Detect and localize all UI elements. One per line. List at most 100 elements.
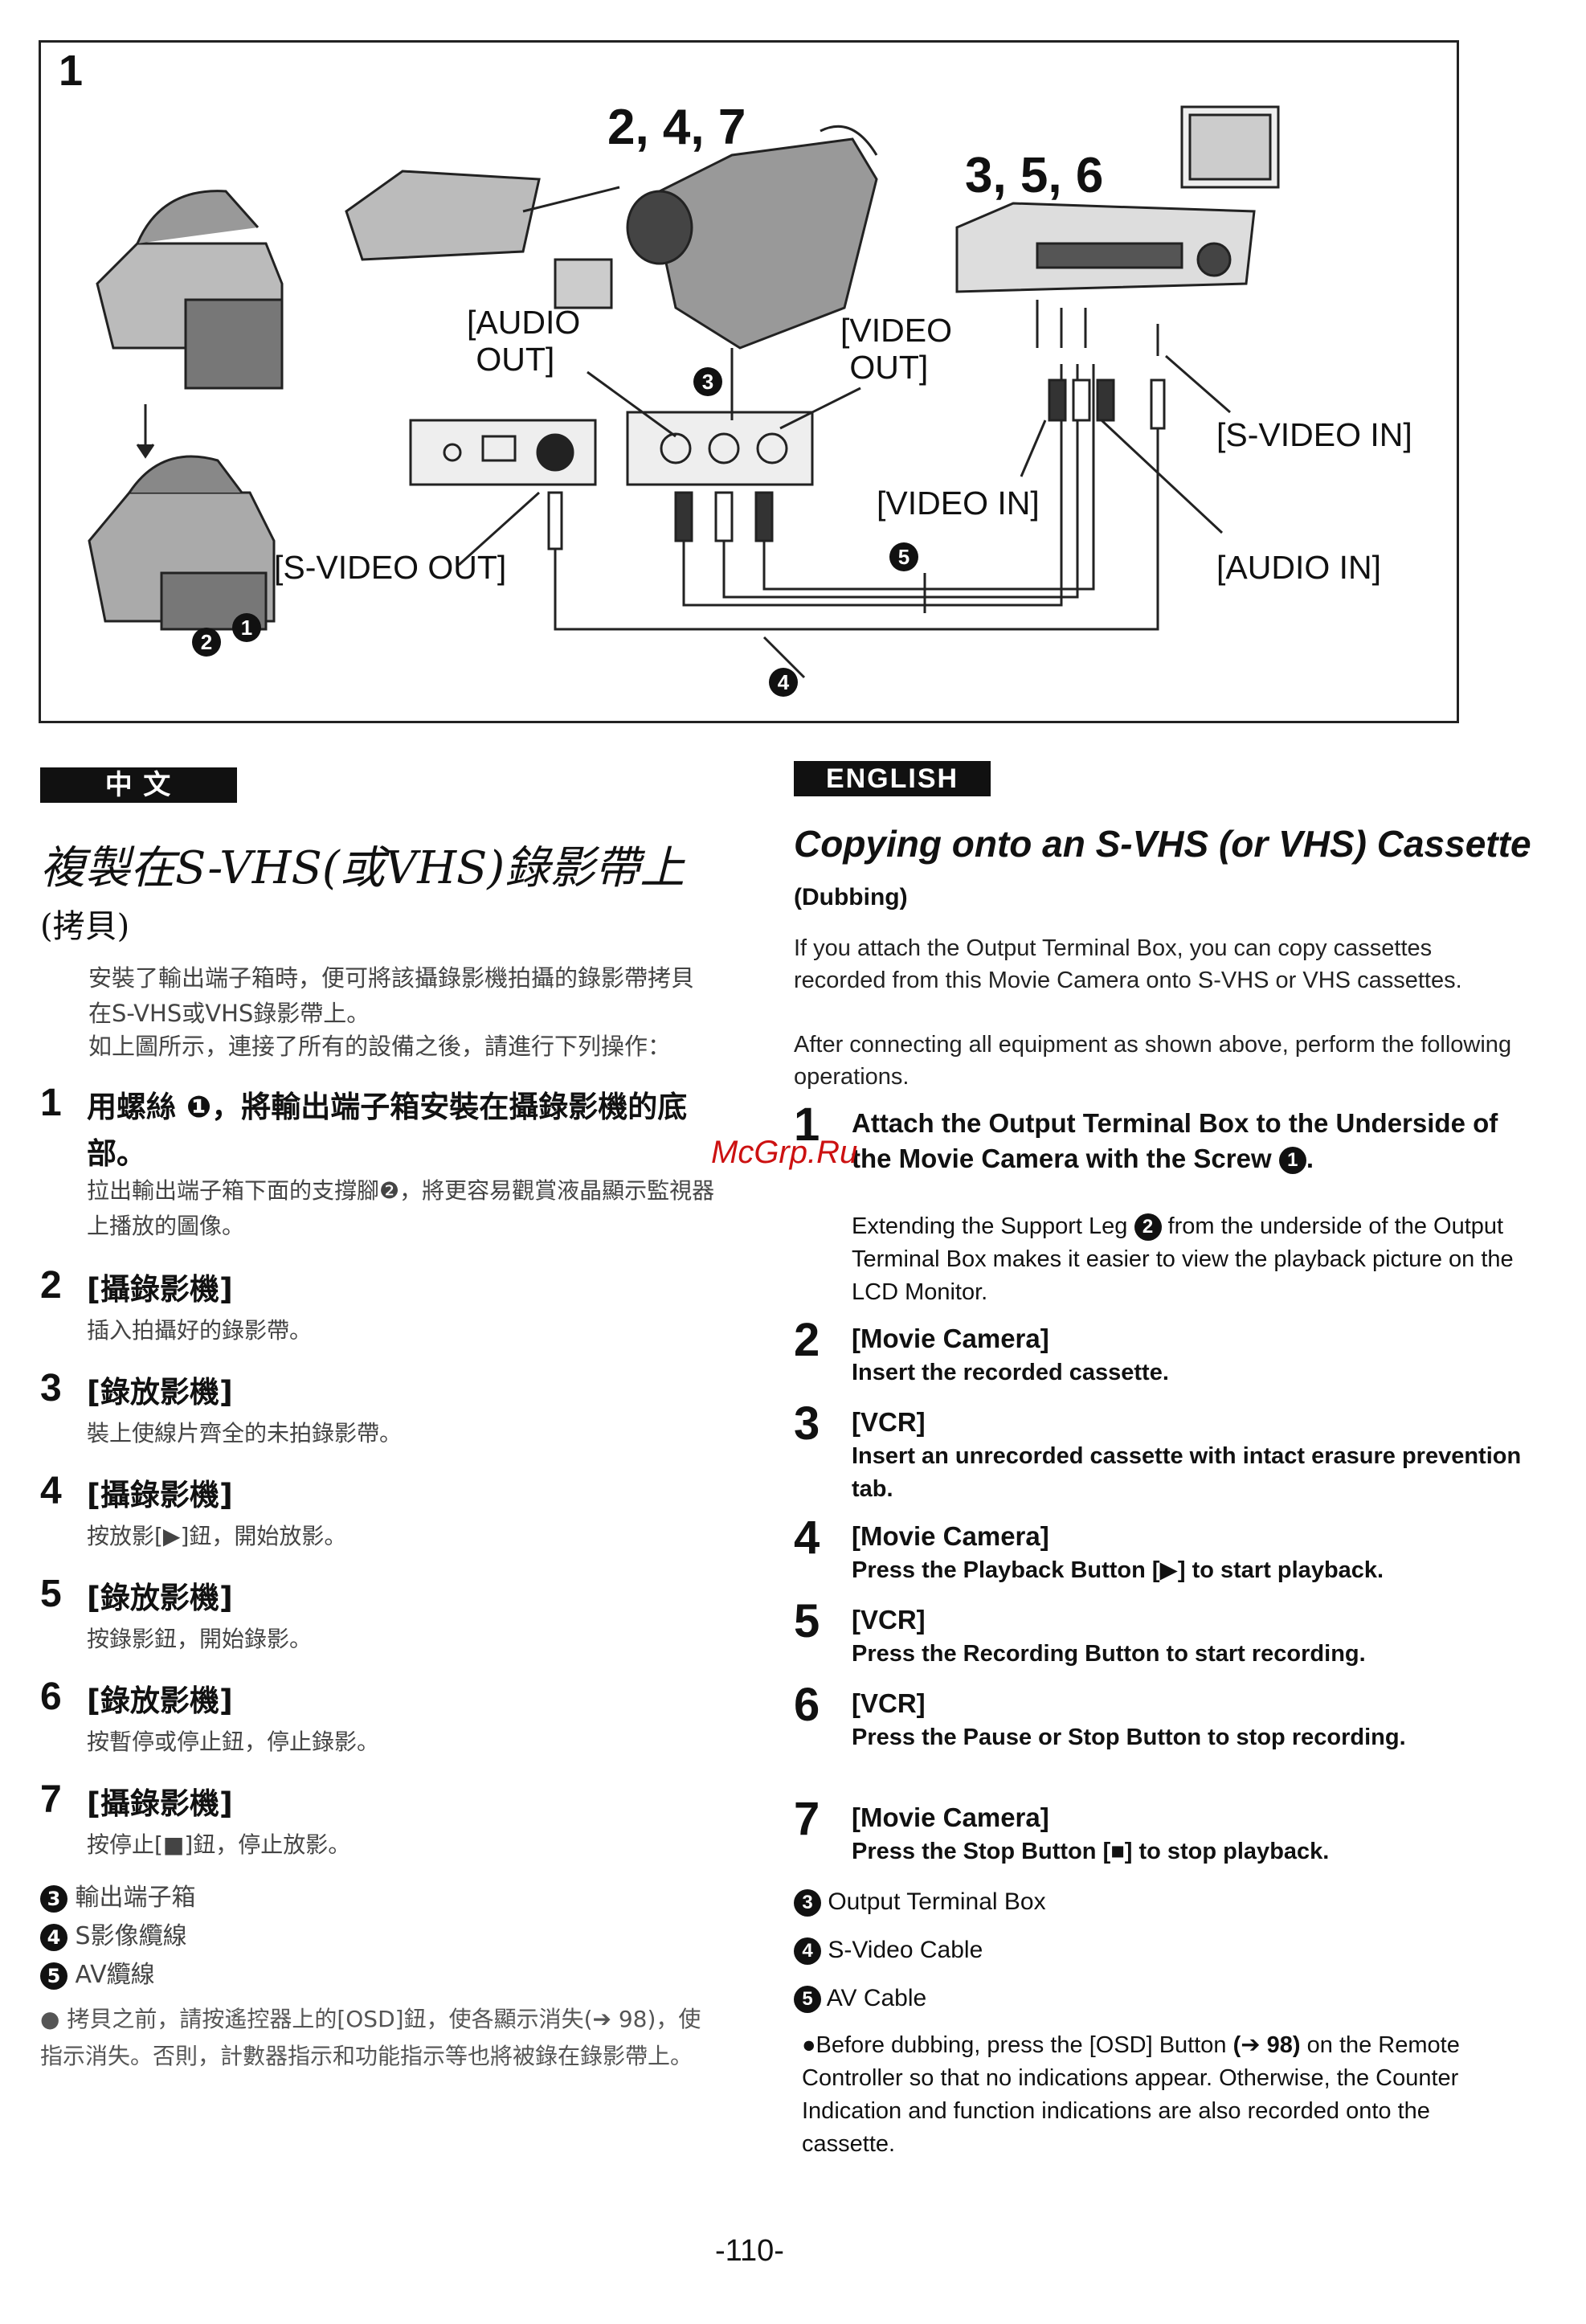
marker-1: 1 (1278, 1147, 1306, 1175)
video-in-label: [VIDEO IN] (877, 485, 1040, 522)
en-step-heading: Attach the Output Terminal Box to the Un… (852, 1108, 1498, 1175)
page-number: -110- (715, 2234, 784, 2268)
s-video-out-label: [S-VIDEO OUT] (274, 549, 507, 586)
en-legend-item: 3 Output Terminal Box (794, 1888, 1046, 1917)
en-step-number: 2 (794, 1314, 820, 1366)
zh-step-number: 2 (40, 1264, 62, 1307)
marker-5: 5 (794, 1986, 821, 2014)
zh-subtitle: (拷貝) (40, 908, 130, 945)
en-title-text: Copying onto an S-VHS (or VHS) Cassette (794, 823, 1531, 865)
zh-step-body: 插入拍攝好的錄影帶。 (87, 1317, 313, 1344)
en-step-heading: [VCR] (852, 1688, 926, 1718)
zh-legend-item: 4 S影像纜線 (40, 1916, 187, 1951)
zh-step-heading: [錄放影機] (87, 1581, 233, 1615)
zh-legend-item: 5 AV纜線 (40, 1954, 155, 1990)
zh-note: ● 拷貝之前，請按遙控器上的[OSD]鈕，使各顯示消失(➔ 98)，使指示消失。… (40, 2001, 707, 2075)
zh-step-body: 按停止[■]鈕，停止放影。 (87, 1831, 351, 1858)
marker-1: 1 (232, 613, 261, 642)
en-step-7: 7 [Movie Camera] Press the Stop Button [… (794, 1793, 1541, 1876)
zh-step-body: 拉出輸出端子箱下面的支撐腳❷，將更容易觀賞液晶顯示監視器上播放的圖像。 (87, 1177, 715, 1239)
watermark: McGrp.Ru (711, 1135, 858, 1170)
en-title-small: (Dubbing) (794, 884, 908, 910)
en-step-3: 3 [VCR] Insert an unrecorded cassette wi… (794, 1397, 1541, 1502)
en-step-number: 3 (794, 1397, 820, 1450)
en-step-1: 1 Attach the Output Terminal Box to the … (794, 1099, 1543, 1310)
en-step-body: Press the Pause or Stop Button to stop r… (852, 1725, 1406, 1750)
en-step-number: 6 (794, 1679, 820, 1731)
en-step-body: Insert an unrecorded cassette with intac… (852, 1443, 1522, 1502)
zh-step-7: 7 [攝錄影機] 按停止[■]鈕，停止放影。 (40, 1778, 707, 1858)
zh-step-body: 按暫停或停止鈕，停止錄影。 (87, 1729, 380, 1755)
en-step-6: 6 [VCR] Press the Pause or Stop Button t… (794, 1679, 1541, 1778)
zh-step-1: 1 用螺絲 ❶，將輸出端子箱安裝在攝錄影機的底部。 拉出輸出端子箱下面的支撐腳❷… (40, 1081, 714, 1242)
zh-step-number: 7 (40, 1778, 62, 1821)
english-section-header: ENGLISH (794, 761, 991, 796)
zh-step-number: 5 (40, 1573, 62, 1615)
en-step-4: 4 [Movie Camera] Press the Playback Butt… (794, 1512, 1541, 1594)
zh-note-text: 拷貝之前，請按遙控器上的[OSD]鈕，使各顯示消失(➔ 98)，使指示消失。否則… (40, 2006, 701, 2069)
chinese-section-header: 中 文 (40, 767, 237, 803)
en-step-body: Insert the recorded cassette. (852, 1360, 1169, 1385)
en-legend-item: 4 S-Video Cable (794, 1937, 983, 1966)
marker-3: 3 (794, 1889, 821, 1917)
en-intro: If you attach the Output Terminal Box, y… (794, 935, 1462, 993)
panel-number: 1 (59, 47, 84, 95)
audio-in-label: [AUDIO IN] (1216, 549, 1382, 586)
marker-5: 5 (889, 542, 918, 571)
zh-step-number: 4 (40, 1470, 62, 1512)
diagram-illustration (88, 105, 1280, 679)
en-legend-text: S-Video Cable (828, 1937, 983, 1963)
zh-legend-text: 輸出端子箱 (75, 1884, 196, 1912)
en-legend-item: 5 AV Cable (794, 1985, 926, 2014)
zh-step-body: 裝上使線片齊全的未拍錄影帶。 (87, 1420, 403, 1446)
en-title: Copying onto an S-VHS (or VHS) Cassette … (794, 820, 1533, 922)
zh-legend-text: AV纜線 (75, 1961, 155, 1989)
connection-diagram: 1 2, 4, 7 3, 5, 6 [AUDIO OUT] [VIDEO OUT… (39, 40, 1459, 723)
en-step-body: Press the Stop Button [■] to stop playba… (852, 1839, 1330, 1864)
zh-step-heading: [錄放影機] (87, 1684, 233, 1718)
en-step-body: Extending the Support Leg 2 from the und… (852, 1210, 1543, 1309)
en-step-number: 7 (794, 1793, 820, 1845)
zh-step-heading: [攝錄影機] (87, 1272, 233, 1307)
zh-intro: 安裝了輸出端子箱時，便可將該攝錄影機拍攝的錄影帶拷貝在S-VHS或VHS錄影帶上… (88, 964, 695, 1027)
en-step-2: 2 [Movie Camera] Insert the recorded cas… (794, 1314, 1541, 1397)
zh-step-3: 3 [錄放影機] 裝上使線片齊全的未拍錄影帶。 (40, 1366, 707, 1446)
en-step-heading: [Movie Camera] (852, 1521, 1049, 1551)
zh-step-number: 1 (40, 1082, 62, 1124)
zh-step-body: 按放影[▶]鈕，開始放影。 (87, 1523, 347, 1549)
zh-step-number: 3 (40, 1367, 62, 1410)
camera-step-group: 2, 4, 7 (607, 100, 746, 155)
marker-4: 4 (794, 1937, 821, 1966)
bullet-icon: ● (40, 2006, 67, 2032)
en-intro-2: After connecting all equipment as shown … (794, 1032, 1512, 1090)
en-step-body-text: Extending the Support Leg (852, 1213, 1128, 1239)
s-video-in-label: [S-VIDEO IN] (1216, 416, 1412, 453)
en-note: ●Before dubbing, press the [OSD] Button … (802, 2029, 1469, 2161)
zh-step-2: 2 [攝錄影機] 插入拍攝好的錄影帶。 (40, 1263, 707, 1344)
video-out-label: [VIDEO OUT] (840, 312, 952, 386)
zh-legend-item: 3 輸出端子箱 (40, 1877, 196, 1913)
bullet-icon: ● (802, 2032, 816, 2058)
zh-intro-2: 如上圖所示，連接了所有的設備之後，請進行下列操作： (88, 1033, 672, 1060)
audio-out-label: [AUDIO OUT] (467, 304, 581, 378)
en-step-heading: [VCR] (852, 1605, 926, 1635)
en-step-number: 5 (794, 1595, 820, 1647)
en-step-heading: [Movie Camera] (852, 1324, 1049, 1353)
zh-step-heading: [攝錄影機] (87, 1478, 233, 1512)
page-reference: (➔ 98) (1232, 2032, 1301, 2058)
en-legend-text: Output Terminal Box (828, 1888, 1046, 1915)
zh-step-heading: 用螺絲 ❶，將輸出端子箱安裝在攝錄影機的底部。 (87, 1090, 688, 1171)
en-step-heading: [Movie Camera] (852, 1802, 1049, 1832)
zh-title: 複製在S-VHS(或VHS)錄影帶上 (40, 842, 685, 894)
zh-step-6: 6 [錄放影機] 按暫停或停止鈕，停止錄影。 (40, 1675, 707, 1755)
en-step-heading: [VCR] (852, 1407, 926, 1437)
zh-step-number: 6 (40, 1675, 62, 1718)
marker-3: 3 (40, 1884, 67, 1913)
en-step-number: 4 (794, 1512, 820, 1564)
en-step-body-text-2: from the underside of the Output Termina… (852, 1213, 1514, 1305)
vcr-step-group: 3, 5, 6 (965, 148, 1104, 203)
marker-5: 5 (40, 1962, 67, 1990)
zh-legend-text: S影像纜線 (75, 1922, 187, 1950)
zh-step-heading: [攝錄影機] (87, 1786, 233, 1821)
zh-step-body: 按錄影鈕，開始錄影。 (87, 1626, 313, 1652)
